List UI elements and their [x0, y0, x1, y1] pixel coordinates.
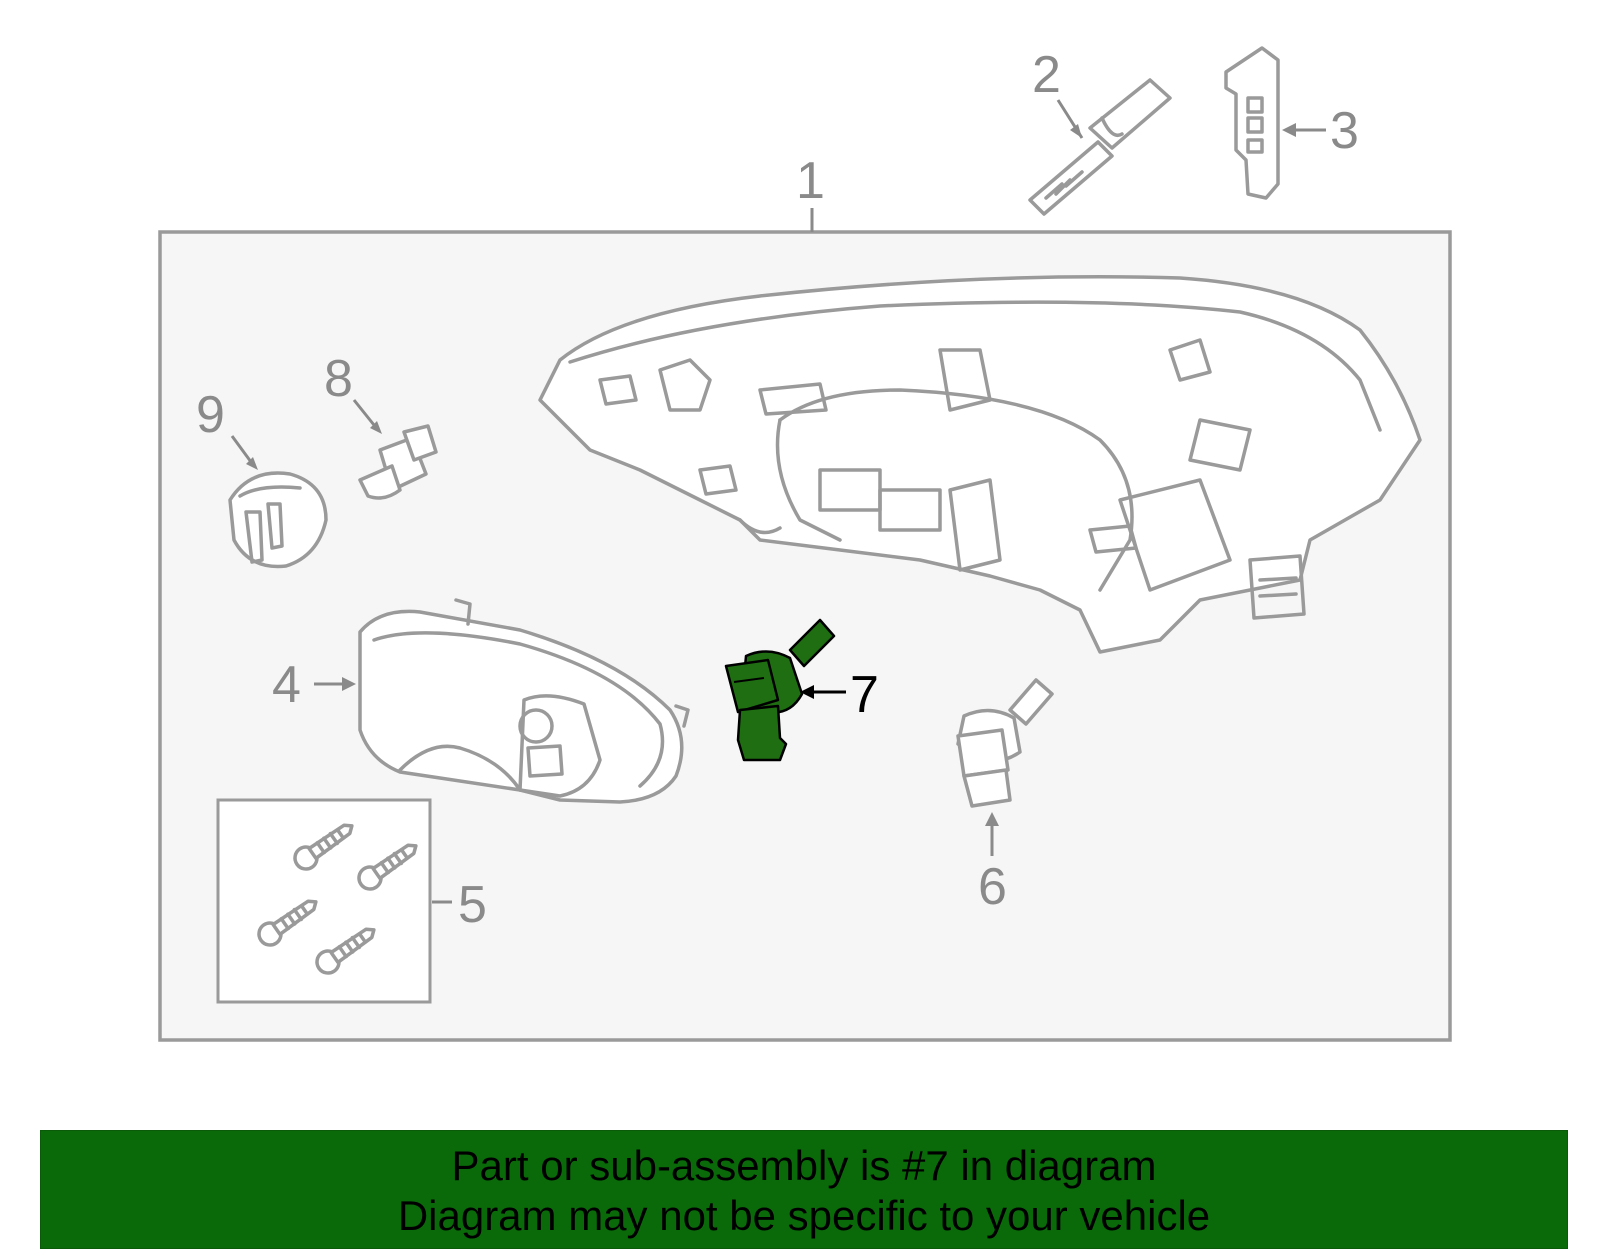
- callout-2: 2: [1032, 46, 1061, 104]
- callout-3: 3: [1330, 102, 1359, 160]
- callout-5: 5: [458, 876, 487, 934]
- part-5-screws: [257, 823, 418, 975]
- callout-6: 6: [978, 858, 1007, 916]
- callout-7: 7: [850, 666, 879, 724]
- footer-banner: Part or sub-assembly is #7 in diagram Di…: [40, 1130, 1568, 1249]
- part-2-bulb: [1028, 78, 1172, 216]
- callout-2-arrowhead: [1070, 124, 1082, 138]
- part-7-highlighted-bulb: [724, 618, 836, 762]
- callout-7-arrowhead: [800, 685, 814, 699]
- part-6-bulb: [956, 678, 1054, 808]
- callout-3-arrowhead: [1282, 123, 1296, 137]
- callout-8-arrowhead: [370, 421, 382, 434]
- part-1-headlamp-housing: [538, 275, 1422, 654]
- part-3-bracket: [1224, 46, 1280, 200]
- callout-4-arrowhead: [342, 677, 356, 691]
- callout-1: 1: [796, 152, 825, 210]
- part-4-lens-reflector: [358, 598, 690, 804]
- callout-9: 9: [196, 386, 225, 444]
- footer-line-2: Diagram may not be specific to your vehi…: [397, 1192, 1211, 1239]
- footer-line-1: Part or sub-assembly is #7 in diagram: [451, 1142, 1157, 1189]
- part-8-bulb: [358, 424, 438, 500]
- callout-8: 8: [324, 350, 353, 408]
- callout-4: 4: [272, 656, 301, 714]
- part-9-socket: [228, 471, 328, 569]
- callout-6-arrowhead: [985, 812, 999, 826]
- callout-9-arrowhead: [246, 457, 258, 470]
